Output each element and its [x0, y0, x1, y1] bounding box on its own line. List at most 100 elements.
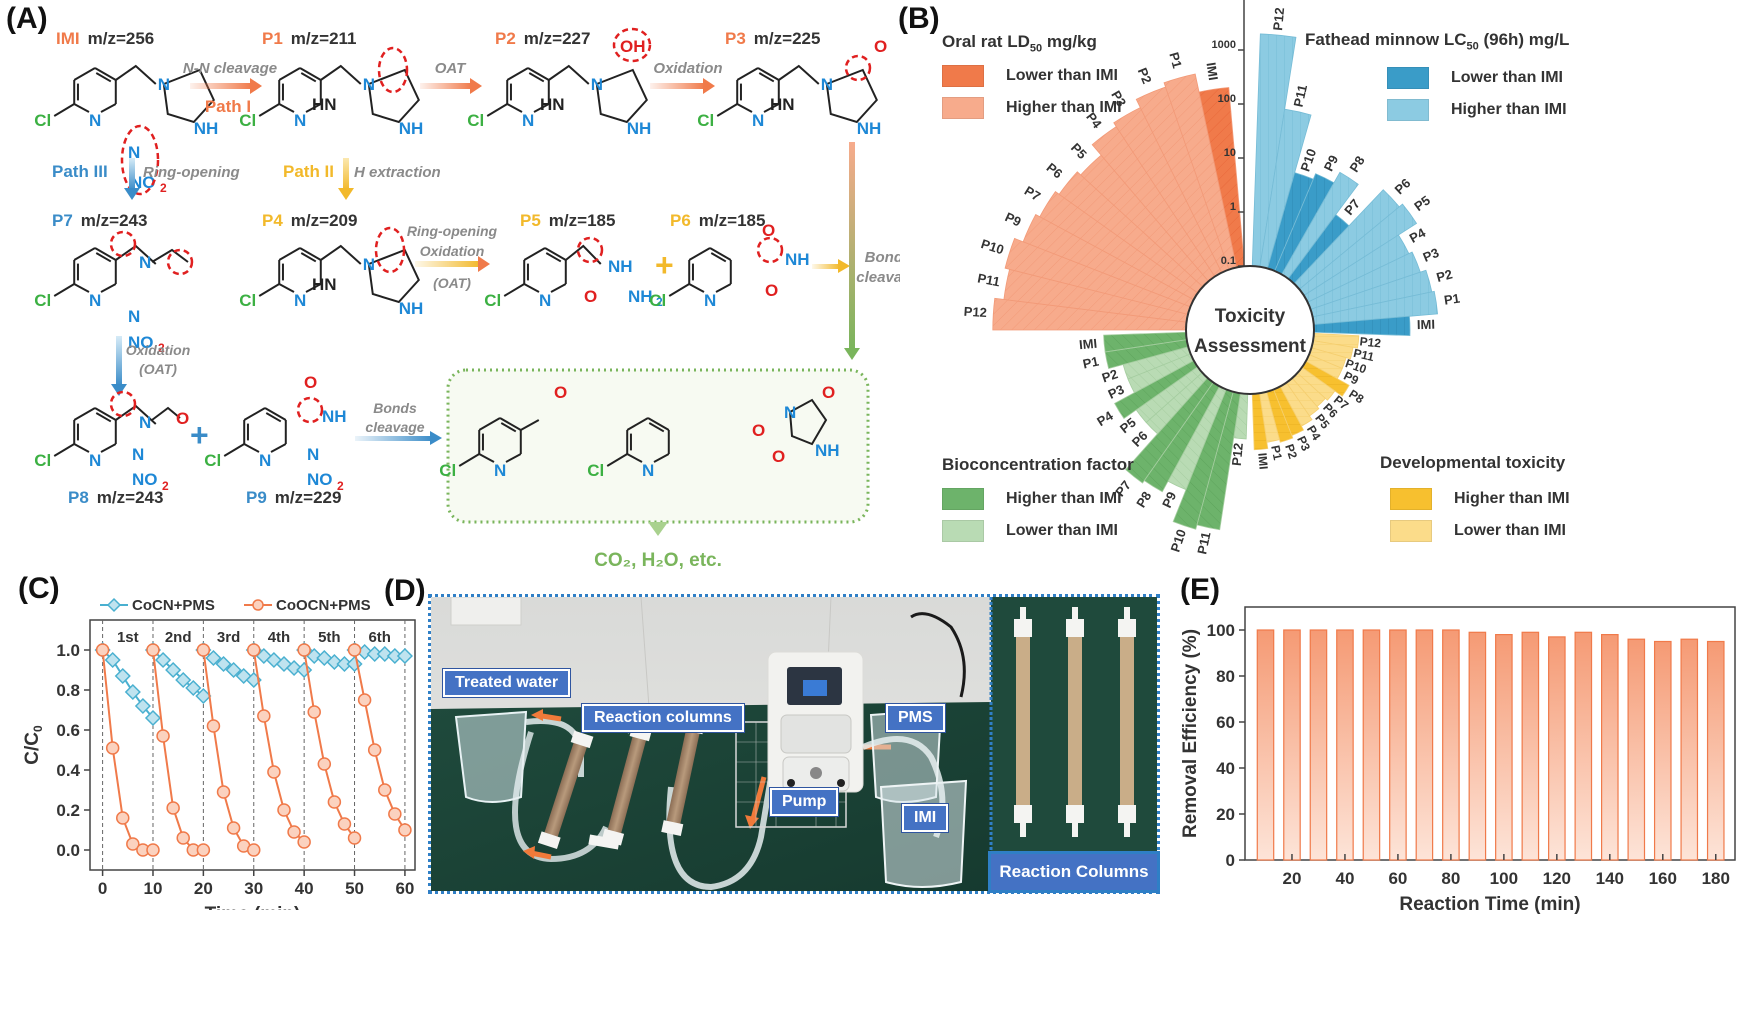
nitrogen-atom: N — [259, 451, 271, 470]
data-point-coocn — [267, 765, 281, 779]
nitrogen-atom: N — [89, 451, 101, 470]
legend-swatch-higher — [942, 488, 984, 510]
x-tick-label: 20 — [194, 879, 213, 898]
developmental-label-p1: P1 — [1268, 444, 1285, 462]
bond — [486, 103, 508, 117]
imine-group: HN — [770, 95, 795, 114]
bioconc-label-p10: P10 — [1167, 527, 1189, 554]
x-tick-label: 40 — [1335, 869, 1354, 888]
double-bond — [500, 422, 517, 433]
nitrogen-atom: N — [704, 291, 716, 310]
bioconc-label-p3: P3 — [1106, 382, 1127, 402]
arrow-oxidation-oat — [116, 336, 122, 386]
x-tick-label: 50 — [345, 879, 364, 898]
compound-mz: m/z=211 — [291, 29, 357, 48]
bond — [73, 283, 90, 293]
nh-group: NH — [627, 119, 652, 138]
double-bond — [710, 252, 727, 263]
methylene-bond — [548, 64, 590, 85]
chlorine-atom: Cl — [467, 111, 484, 130]
pyridine-ring: NCl — [34, 67, 117, 130]
fathead-label-p3: P3 — [1421, 245, 1441, 265]
legend-marker-cocn — [106, 597, 122, 613]
data-point-cocn — [225, 661, 242, 679]
bond — [258, 103, 280, 117]
bond — [757, 67, 780, 81]
data-point-coocn — [337, 817, 352, 831]
bond — [278, 103, 295, 113]
oral-rat-label-p7: P7 — [1022, 183, 1043, 204]
data-point-cocn — [185, 679, 202, 697]
data-point-cocn — [104, 651, 121, 669]
y-tick-label: 0.0 — [56, 841, 80, 860]
nitrogen-atom: N — [294, 291, 306, 310]
compound-mz: m/z=185 — [699, 211, 766, 230]
legend-label: Lower than IMI — [1451, 69, 1563, 87]
callout-reaction-columns: Reaction columns — [582, 704, 744, 732]
bond — [458, 453, 480, 467]
bar-30min — [1309, 629, 1328, 861]
bond — [520, 419, 540, 431]
bond — [533, 103, 550, 113]
wall-socket — [450, 597, 522, 626]
pyridine-ring: NCl — [439, 417, 522, 480]
bond — [688, 283, 705, 293]
bond — [243, 407, 266, 421]
arrow-oxidation-head — [703, 78, 715, 94]
data-point-cocn — [326, 653, 343, 671]
x-tick-label: 180 — [1702, 869, 1730, 888]
ring — [595, 68, 648, 124]
ethyl-bond — [151, 248, 189, 263]
compound-id: P3 — [725, 29, 746, 48]
highlight-circle — [166, 248, 194, 276]
double-bond — [648, 422, 665, 433]
methylene-bond — [778, 64, 820, 85]
subscript: 2 — [337, 479, 344, 493]
compound-mz: m/z=209 — [291, 211, 358, 230]
nitrogen-atom: N — [642, 461, 654, 480]
compound-id: P1 — [262, 29, 283, 48]
developmental-label-p11: P11 — [1352, 346, 1376, 364]
path-label-3: Path III — [52, 162, 108, 181]
data-point-coocn — [226, 821, 241, 835]
imine-group: HN — [312, 275, 337, 294]
legend-label-cocn: CoCN+PMS — [132, 597, 215, 614]
data-point-coocn — [216, 785, 231, 799]
bond — [544, 247, 567, 261]
bond — [243, 443, 260, 453]
bond — [100, 103, 117, 113]
x-tick-label: 140 — [1596, 869, 1624, 888]
double-bond — [95, 412, 112, 423]
panel-label-d: (D) — [384, 574, 426, 607]
bond — [305, 283, 322, 293]
ring — [367, 248, 420, 304]
data-point-coocn — [95, 643, 110, 657]
y-tick-label: 40 — [1216, 759, 1235, 778]
ring — [367, 68, 420, 124]
y-tick-label: 80 — [1216, 667, 1235, 686]
chlorine-atom: Cl — [587, 461, 604, 480]
nitro-group: NO — [130, 173, 156, 192]
methylene-bond — [565, 244, 602, 265]
bond — [736, 67, 759, 81]
oral-rat-label-p12: P12 — [963, 304, 987, 320]
nh-group: NH — [785, 250, 810, 269]
arrow-label-h-extraction: H extraction — [354, 164, 441, 181]
data-point-cocn — [205, 649, 222, 667]
fathead-label-p9: P9 — [1321, 153, 1341, 174]
data-point-cocn — [165, 661, 182, 679]
data-point-coocn — [247, 643, 261, 657]
oral-rat-label-p2: P2 — [1135, 65, 1155, 85]
pyridine-ring: NCl — [697, 67, 780, 130]
data-point-cocn — [134, 697, 151, 715]
center-title-1: Toxicity — [1215, 306, 1286, 327]
legend-label: Lower than IMI — [1006, 67, 1118, 85]
x-tick-label: 80 — [1441, 869, 1460, 888]
oral-rat-label-p11: P11 — [976, 270, 1001, 289]
bond — [305, 103, 322, 113]
